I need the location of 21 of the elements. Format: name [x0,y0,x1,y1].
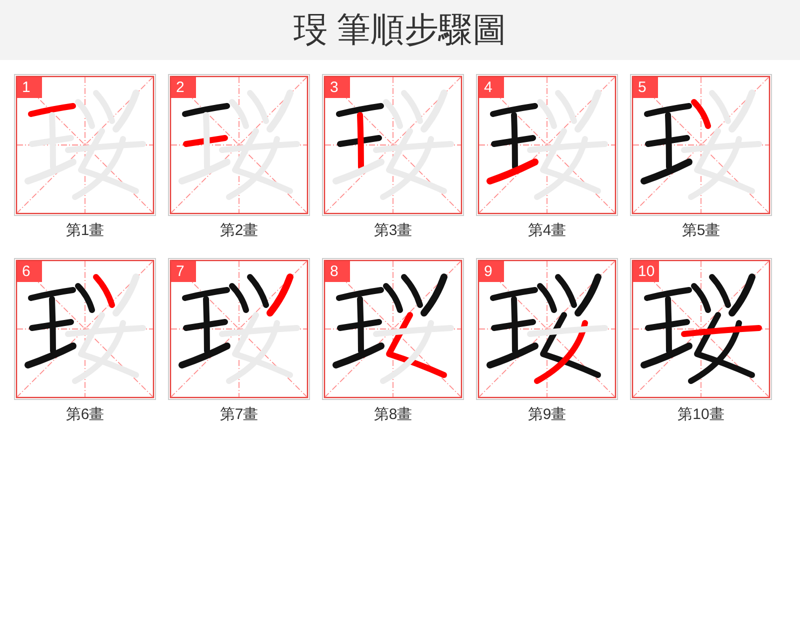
page-title: 琝 筆順步驟圖 [293,13,507,47]
step-caption: 第9畫 [528,406,566,424]
step-caption: 第1畫 [66,222,104,240]
step-number: 10 [633,261,659,282]
step-number: 2 [171,77,196,98]
step-caption: 第6畫 [66,406,104,424]
step-caption: 第3畫 [374,222,412,240]
step-number: 8 [325,261,350,282]
step-caption: 第7畫 [220,406,258,424]
step-number: 3 [325,77,350,98]
step-number: 6 [17,261,42,282]
step-number: 9 [479,261,504,282]
step-caption: 第8畫 [374,406,412,424]
step-number: 7 [171,261,196,282]
step-caption: 第2畫 [220,222,258,240]
step-caption: 第10畫 [678,406,724,424]
step-number: 4 [479,77,504,98]
step-caption: 第4畫 [528,222,566,240]
step-number: 5 [633,77,658,98]
step-caption: 第5畫 [682,222,720,240]
step-number: 1 [17,77,42,98]
